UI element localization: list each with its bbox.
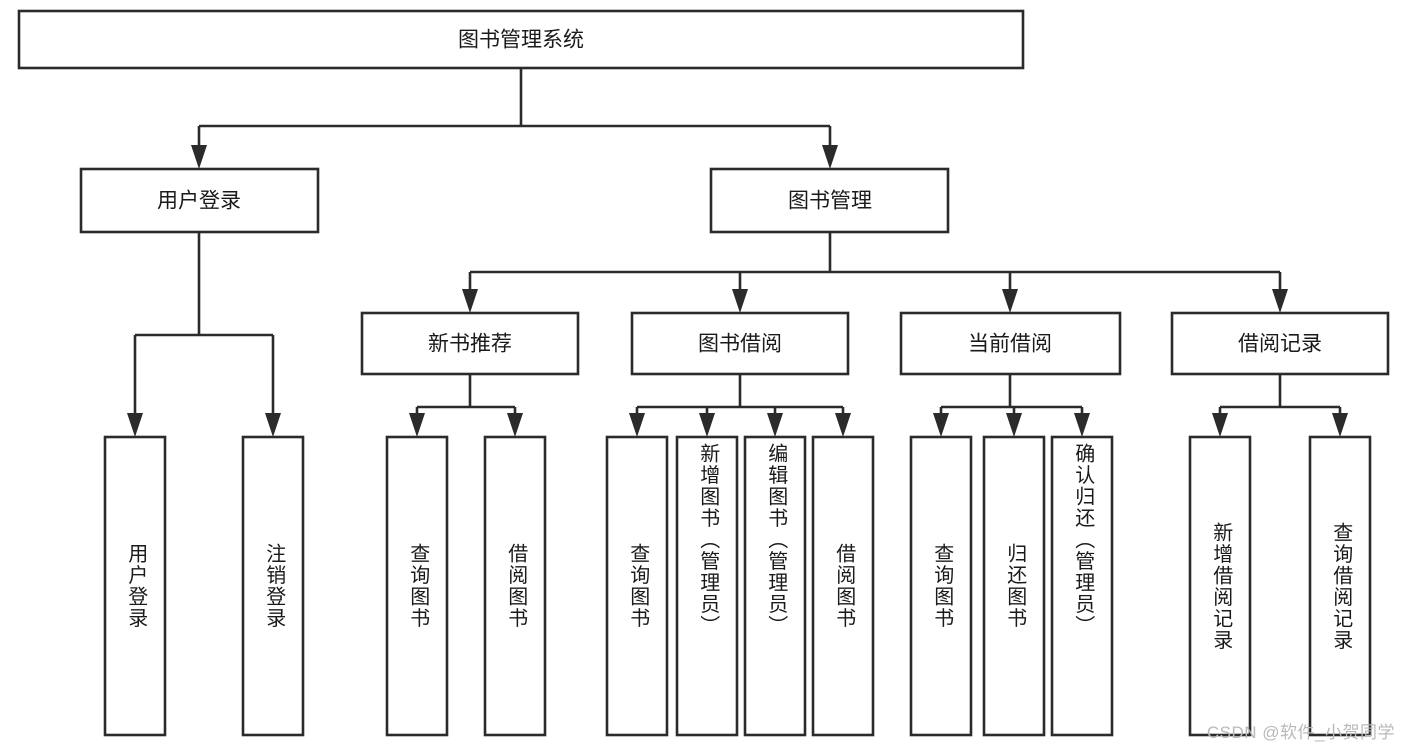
node-book-management[interactable]: 图书管理: [709, 167, 950, 234]
node-root-label: 图书管理系统: [458, 29, 584, 52]
leaf-box-layer: [103, 435, 1372, 737]
node-borrow-record-label: 借阅记录: [1238, 333, 1322, 356]
leaf-box-borrow-book-1[interactable]: [483, 435, 547, 737]
arrow-head-current-borrow: [1002, 289, 1018, 313]
node-user-login[interactable]: 用户登录: [79, 167, 320, 234]
arrow-head-leaf-add-record: [1212, 413, 1228, 437]
leaf-box-query-borrow-record[interactable]: [1308, 435, 1372, 737]
node-new-book-recommend[interactable]: 新书推荐: [360, 311, 580, 376]
leaf-box-return-book[interactable]: [982, 435, 1046, 737]
leaf-box-query-book-1[interactable]: [385, 435, 449, 737]
node-current-borrow-label: 当前借阅: [968, 333, 1052, 356]
arrow-head-leaf-return-book: [1006, 413, 1022, 437]
arrow-head-borrow-record: [1272, 289, 1288, 313]
node-new-book-recommend-label: 新书推荐: [428, 333, 512, 356]
arrow-head-leaf-borrow-book-1: [507, 413, 523, 437]
leaf-box-query-book-2[interactable]: [605, 435, 669, 737]
arrow-head-leaf-query-book-3: [933, 413, 949, 437]
arrow-head-leaf-query-book-1: [409, 413, 425, 437]
node-user-login-box[interactable]: [79, 167, 320, 234]
node-book-borrow-label: 图书借阅: [698, 333, 782, 356]
node-user-login-label: 用户登录: [157, 190, 241, 213]
leaf-box-edit-book[interactable]: [743, 435, 807, 737]
node-root[interactable]: 图书管理系统: [17, 9, 1025, 70]
arrow-head-book-borrow: [732, 289, 748, 313]
leaf-box-confirm-return[interactable]: [1050, 435, 1114, 737]
arrow-head-book-mgmt: [822, 145, 838, 169]
node-current-borrow-box[interactable]: [899, 311, 1122, 376]
node-book-borrow-box[interactable]: [630, 311, 850, 376]
leaf-box-add-borrow-record[interactable]: [1188, 435, 1252, 737]
leaf-box-borrow-book-2[interactable]: [811, 435, 875, 737]
node-borrow-record-box[interactable]: [1170, 311, 1390, 376]
connector-layer: [127, 68, 1348, 437]
node-book-borrow[interactable]: 图书借阅: [630, 311, 850, 376]
arrow-head-leaf-user-login: [127, 413, 143, 437]
leaf-box-query-book-3[interactable]: [909, 435, 973, 737]
arrow-head-leaf-edit-book: [767, 413, 783, 437]
node-new-book-recommend-box[interactable]: [360, 311, 580, 376]
node-current-borrow[interactable]: 当前借阅: [899, 311, 1122, 376]
leaf-box-add-book[interactable]: [675, 435, 739, 737]
arrow-head-leaf-confirm-return: [1074, 413, 1090, 437]
arrow-head-leaf-query-record: [1332, 413, 1348, 437]
arrow-head-new-book-rec: [462, 289, 478, 313]
csdn-watermark: CSDN @软件_小贺同学: [1206, 723, 1395, 742]
node-root-box[interactable]: [17, 9, 1025, 70]
node-book-management-box[interactable]: [709, 167, 950, 234]
arrow-head-leaf-borrow-book-2: [835, 413, 851, 437]
arrow-head-leaf-query-book-2: [629, 413, 645, 437]
arrow-head-leaf-add-book: [699, 413, 715, 437]
arrow-head-leaf-logout: [265, 413, 281, 437]
node-borrow-record[interactable]: 借阅记录: [1170, 311, 1390, 376]
arrow-head-user-login: [191, 145, 207, 169]
leaf-box-logout[interactable]: [241, 435, 305, 737]
leaf-box-user-login[interactable]: [103, 435, 167, 737]
node-book-management-label: 图书管理: [788, 190, 872, 213]
